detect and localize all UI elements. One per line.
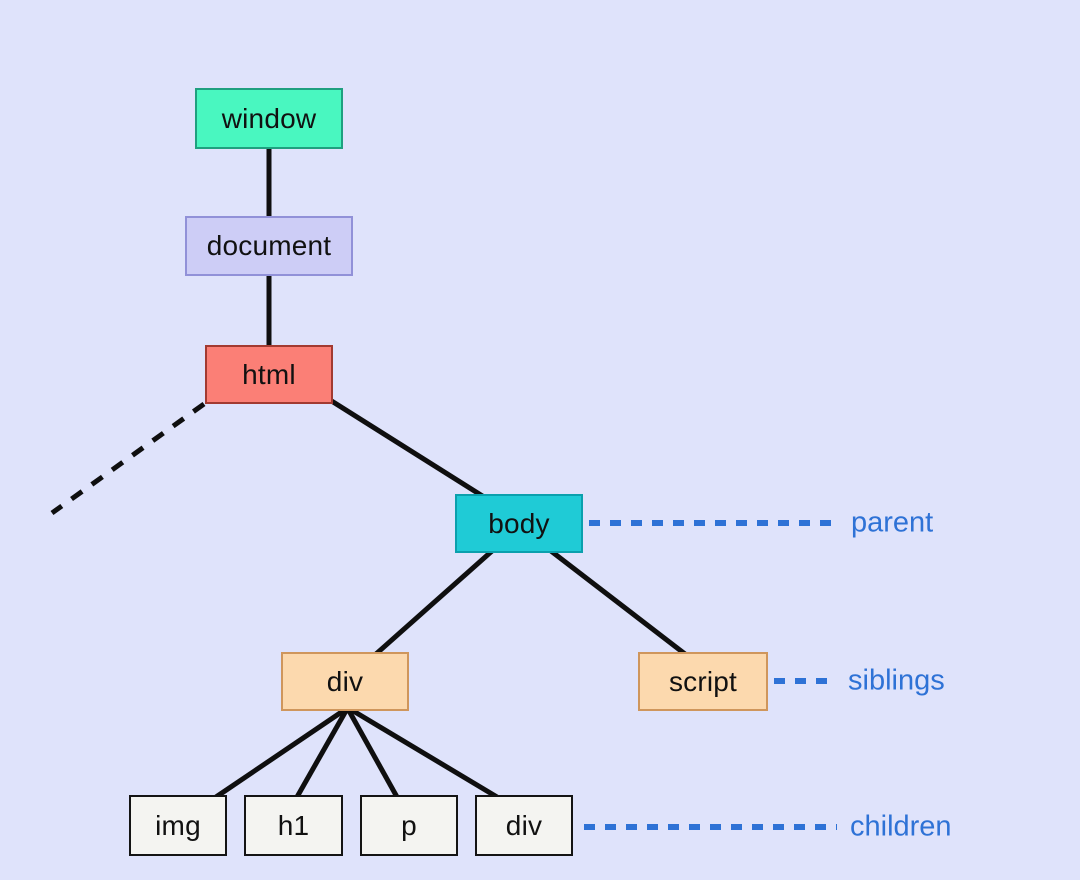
edge-body-script: [549, 549, 687, 656]
edge-div-img: [214, 706, 348, 800]
node-document: document: [185, 216, 353, 276]
edge-div-div2: [348, 706, 499, 800]
node-p: p: [360, 795, 458, 856]
annotation-label-children: children: [850, 810, 952, 843]
node-window: window: [195, 88, 343, 149]
node-script: script: [638, 652, 768, 711]
node-div: div: [281, 652, 409, 711]
node-label-script: script: [668, 665, 738, 697]
edge-div-h1: [294, 707, 350, 799]
edge-html-body: [328, 397, 486, 500]
node-body: body: [455, 494, 583, 553]
edge-html-offscreen: [50, 401, 206, 516]
node-h1: h1: [244, 795, 343, 856]
node-label-p: p: [401, 809, 417, 841]
node-label-h1: h1: [277, 809, 310, 841]
edge-body-div: [374, 549, 494, 656]
node-label-html: html: [242, 358, 296, 390]
annotation-label-siblings: siblings: [848, 664, 945, 697]
node-label-window: window: [221, 102, 317, 134]
node-label-div2: div: [505, 809, 543, 841]
node-label-document: document: [206, 230, 332, 261]
node-img: img: [129, 795, 227, 856]
node-div2: div: [475, 795, 573, 856]
annotation-label-parent: parent: [851, 506, 934, 539]
node-html: html: [205, 345, 333, 404]
edge-div-p: [345, 707, 400, 799]
node-label-div: div: [326, 665, 364, 697]
node-label-body: body: [488, 507, 550, 539]
node-label-img: img: [155, 809, 201, 841]
